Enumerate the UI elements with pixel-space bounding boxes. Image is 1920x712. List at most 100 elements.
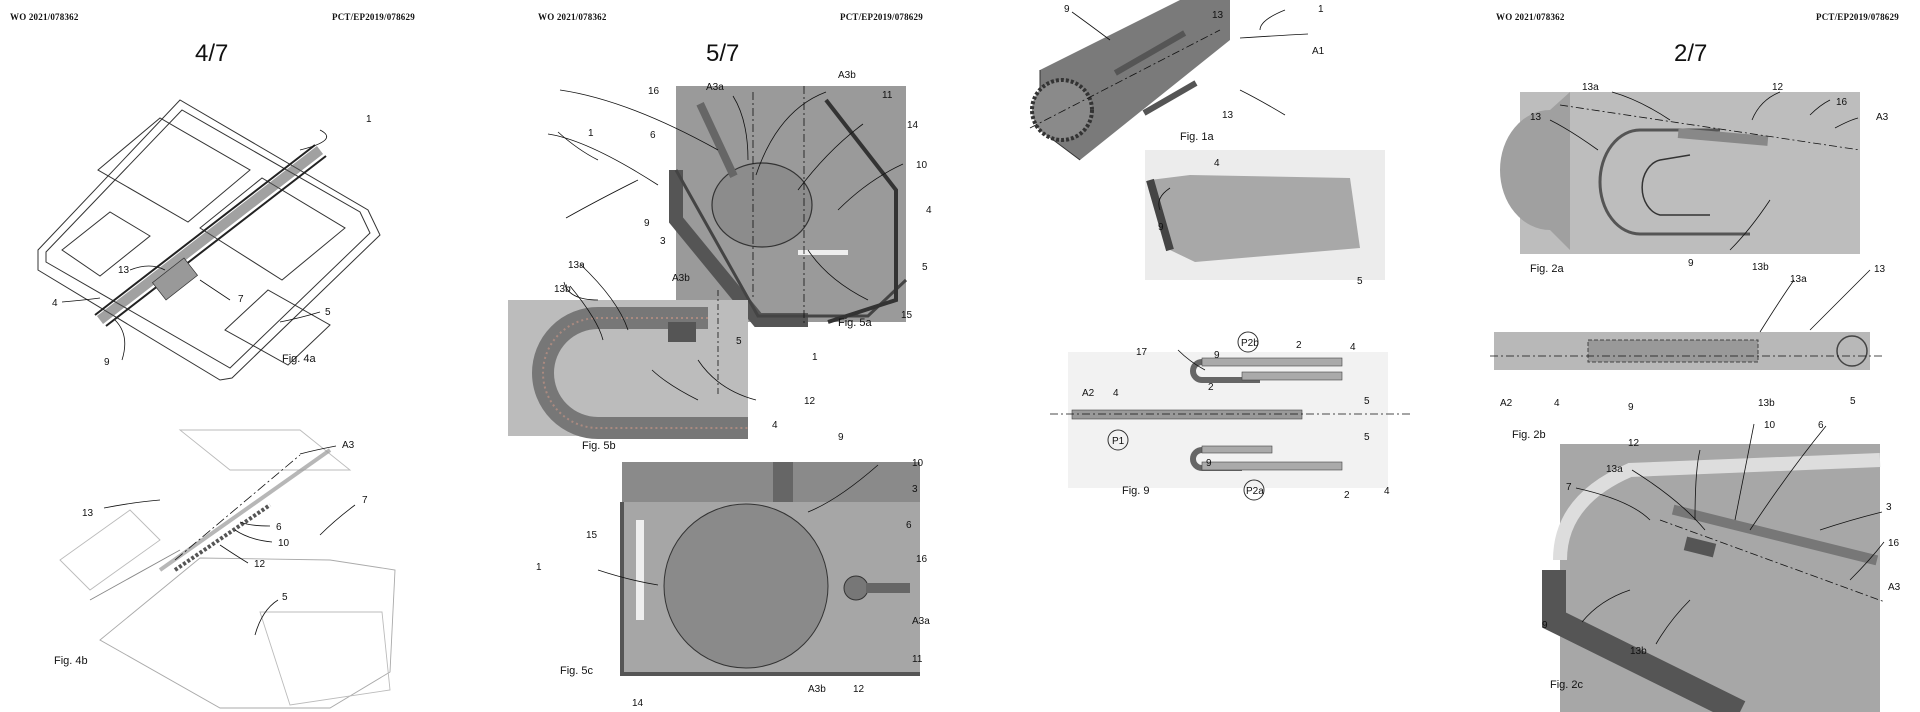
fig-2b-device bbox=[1494, 332, 1870, 370]
ref-label: 4 bbox=[1113, 388, 1119, 399]
leader bbox=[1259, 9, 1286, 31]
ref-label: 13 bbox=[118, 265, 130, 276]
leader bbox=[597, 569, 659, 586]
ref-label: 13b bbox=[1758, 398, 1775, 409]
ref-label: A3 bbox=[342, 440, 355, 451]
patent-page-1: WO 2021/078362 PCT/EP2019/078629 4/7 bbox=[0, 0, 430, 712]
ref-label: 1 bbox=[588, 128, 594, 139]
leader bbox=[579, 263, 629, 331]
ref-label: P2b bbox=[1241, 338, 1259, 349]
leader bbox=[1239, 89, 1286, 116]
state-marker-p2b bbox=[1237, 331, 1259, 353]
figure-5-drawing: 16 A3a A3b 11 1 6 14 10 9 4 3 5 15 Fig. … bbox=[508, 70, 932, 709]
leader bbox=[697, 359, 757, 401]
leader-1 bbox=[299, 129, 327, 151]
ref-label: A3b bbox=[838, 70, 856, 81]
ref-label: 13a bbox=[568, 260, 585, 271]
leader bbox=[1611, 91, 1671, 121]
ref-label: 13 bbox=[1874, 264, 1886, 275]
axis-a3-line bbox=[174, 454, 301, 561]
ref-label: 5 bbox=[282, 592, 288, 603]
leader-7 bbox=[199, 279, 231, 301]
leader bbox=[1071, 11, 1111, 41]
fig-4a-hinge-band bbox=[94, 144, 327, 327]
leader bbox=[565, 179, 639, 219]
ref-label: 9 bbox=[1206, 458, 1212, 469]
leader bbox=[1819, 511, 1883, 531]
leader-10 bbox=[234, 529, 273, 543]
ref-label: 6 bbox=[1818, 420, 1824, 431]
ref-label: 12 bbox=[1772, 82, 1784, 93]
fig-9-device bbox=[1068, 352, 1388, 488]
ref-label: 13b bbox=[1752, 262, 1769, 273]
fig-4a-device bbox=[37, 99, 381, 381]
leader bbox=[559, 89, 719, 151]
ref-label: 16 bbox=[648, 86, 660, 97]
ref-label: 6 bbox=[276, 522, 282, 533]
state-marker-p2a bbox=[1243, 479, 1265, 501]
ref-label: 16 bbox=[1836, 97, 1848, 108]
ref-label: 4 bbox=[1554, 398, 1560, 409]
ref-label: 2 bbox=[1296, 340, 1302, 351]
ref-label: P1 bbox=[1112, 436, 1125, 447]
fig-1a-second-view bbox=[1145, 150, 1385, 280]
ref-label: 12 bbox=[853, 684, 865, 695]
ref-label: 13a bbox=[1790, 274, 1807, 285]
ref-label: 4 bbox=[1350, 342, 1356, 353]
leader-9 bbox=[114, 319, 126, 361]
header-left: WO 2021/078362 bbox=[10, 12, 79, 22]
leader-a3 bbox=[299, 445, 337, 455]
ref-label: 1 bbox=[1318, 4, 1324, 15]
leader bbox=[807, 464, 879, 513]
ref-label: A1 bbox=[1312, 46, 1325, 57]
ref-label: P2a bbox=[1246, 486, 1264, 497]
ref-label: 4 bbox=[772, 420, 778, 431]
ref-label: 10 bbox=[916, 160, 928, 171]
ref-label: 3 bbox=[1886, 502, 1892, 513]
fig-1a-device bbox=[1026, 0, 1246, 166]
header-right: PCT/EP2019/078629 bbox=[1816, 12, 1899, 22]
ref-label: A3a bbox=[912, 616, 930, 627]
leader-13 bbox=[129, 265, 166, 271]
ref-label: A3b bbox=[672, 273, 690, 284]
figure-caption: Fig. 4a bbox=[282, 353, 317, 365]
ref-label: A2 bbox=[1082, 388, 1095, 399]
ref-label: 2 bbox=[1208, 382, 1214, 393]
leader bbox=[1729, 199, 1771, 251]
ref-label: 5 bbox=[1364, 432, 1370, 443]
leader bbox=[1158, 187, 1171, 211]
leader bbox=[1239, 33, 1309, 39]
ref-label: 1 bbox=[366, 114, 372, 125]
leader-12 bbox=[219, 544, 249, 564]
patent-page-4: WO 2021/078362 PCT/EP2019/078629 2/7 bbox=[1490, 0, 1920, 712]
ref-label: 4 bbox=[1384, 486, 1390, 497]
leader bbox=[1849, 541, 1885, 581]
figure-caption: Fig. 5a bbox=[838, 317, 873, 329]
leader bbox=[1177, 349, 1206, 371]
ref-label: 13 bbox=[1212, 10, 1224, 21]
leader bbox=[1549, 119, 1599, 151]
ref-label: 12 bbox=[1628, 438, 1640, 449]
ref-label: 3 bbox=[660, 236, 666, 247]
leader bbox=[651, 369, 699, 401]
leader bbox=[1809, 269, 1871, 331]
leader bbox=[807, 249, 869, 301]
ref-label: 5 bbox=[325, 307, 331, 318]
figure-2-drawing: 13a 12 16 A3 13 9 13b Fig. 2a 13 13a A2 … bbox=[1490, 82, 1901, 712]
figure-caption: Fig. 5c bbox=[560, 665, 594, 677]
header-right: PCT/EP2019/078629 bbox=[332, 12, 415, 22]
ref-label: 10 bbox=[278, 538, 290, 549]
leader bbox=[563, 281, 599, 301]
leader-5b bbox=[254, 599, 279, 636]
ref-label: 5 bbox=[1357, 276, 1363, 287]
leader-5 bbox=[279, 311, 321, 323]
ref-label: 4 bbox=[52, 298, 58, 309]
ref-label: 12 bbox=[254, 559, 266, 570]
ref-label: 14 bbox=[907, 120, 919, 131]
axis-a1 bbox=[1029, 29, 1221, 129]
ref-label: 13 bbox=[1222, 110, 1234, 121]
leader bbox=[797, 123, 864, 191]
figure-caption: Fig. 4b bbox=[54, 655, 88, 667]
ref-label: 13 bbox=[82, 508, 94, 519]
state-marker-p1 bbox=[1107, 429, 1129, 451]
